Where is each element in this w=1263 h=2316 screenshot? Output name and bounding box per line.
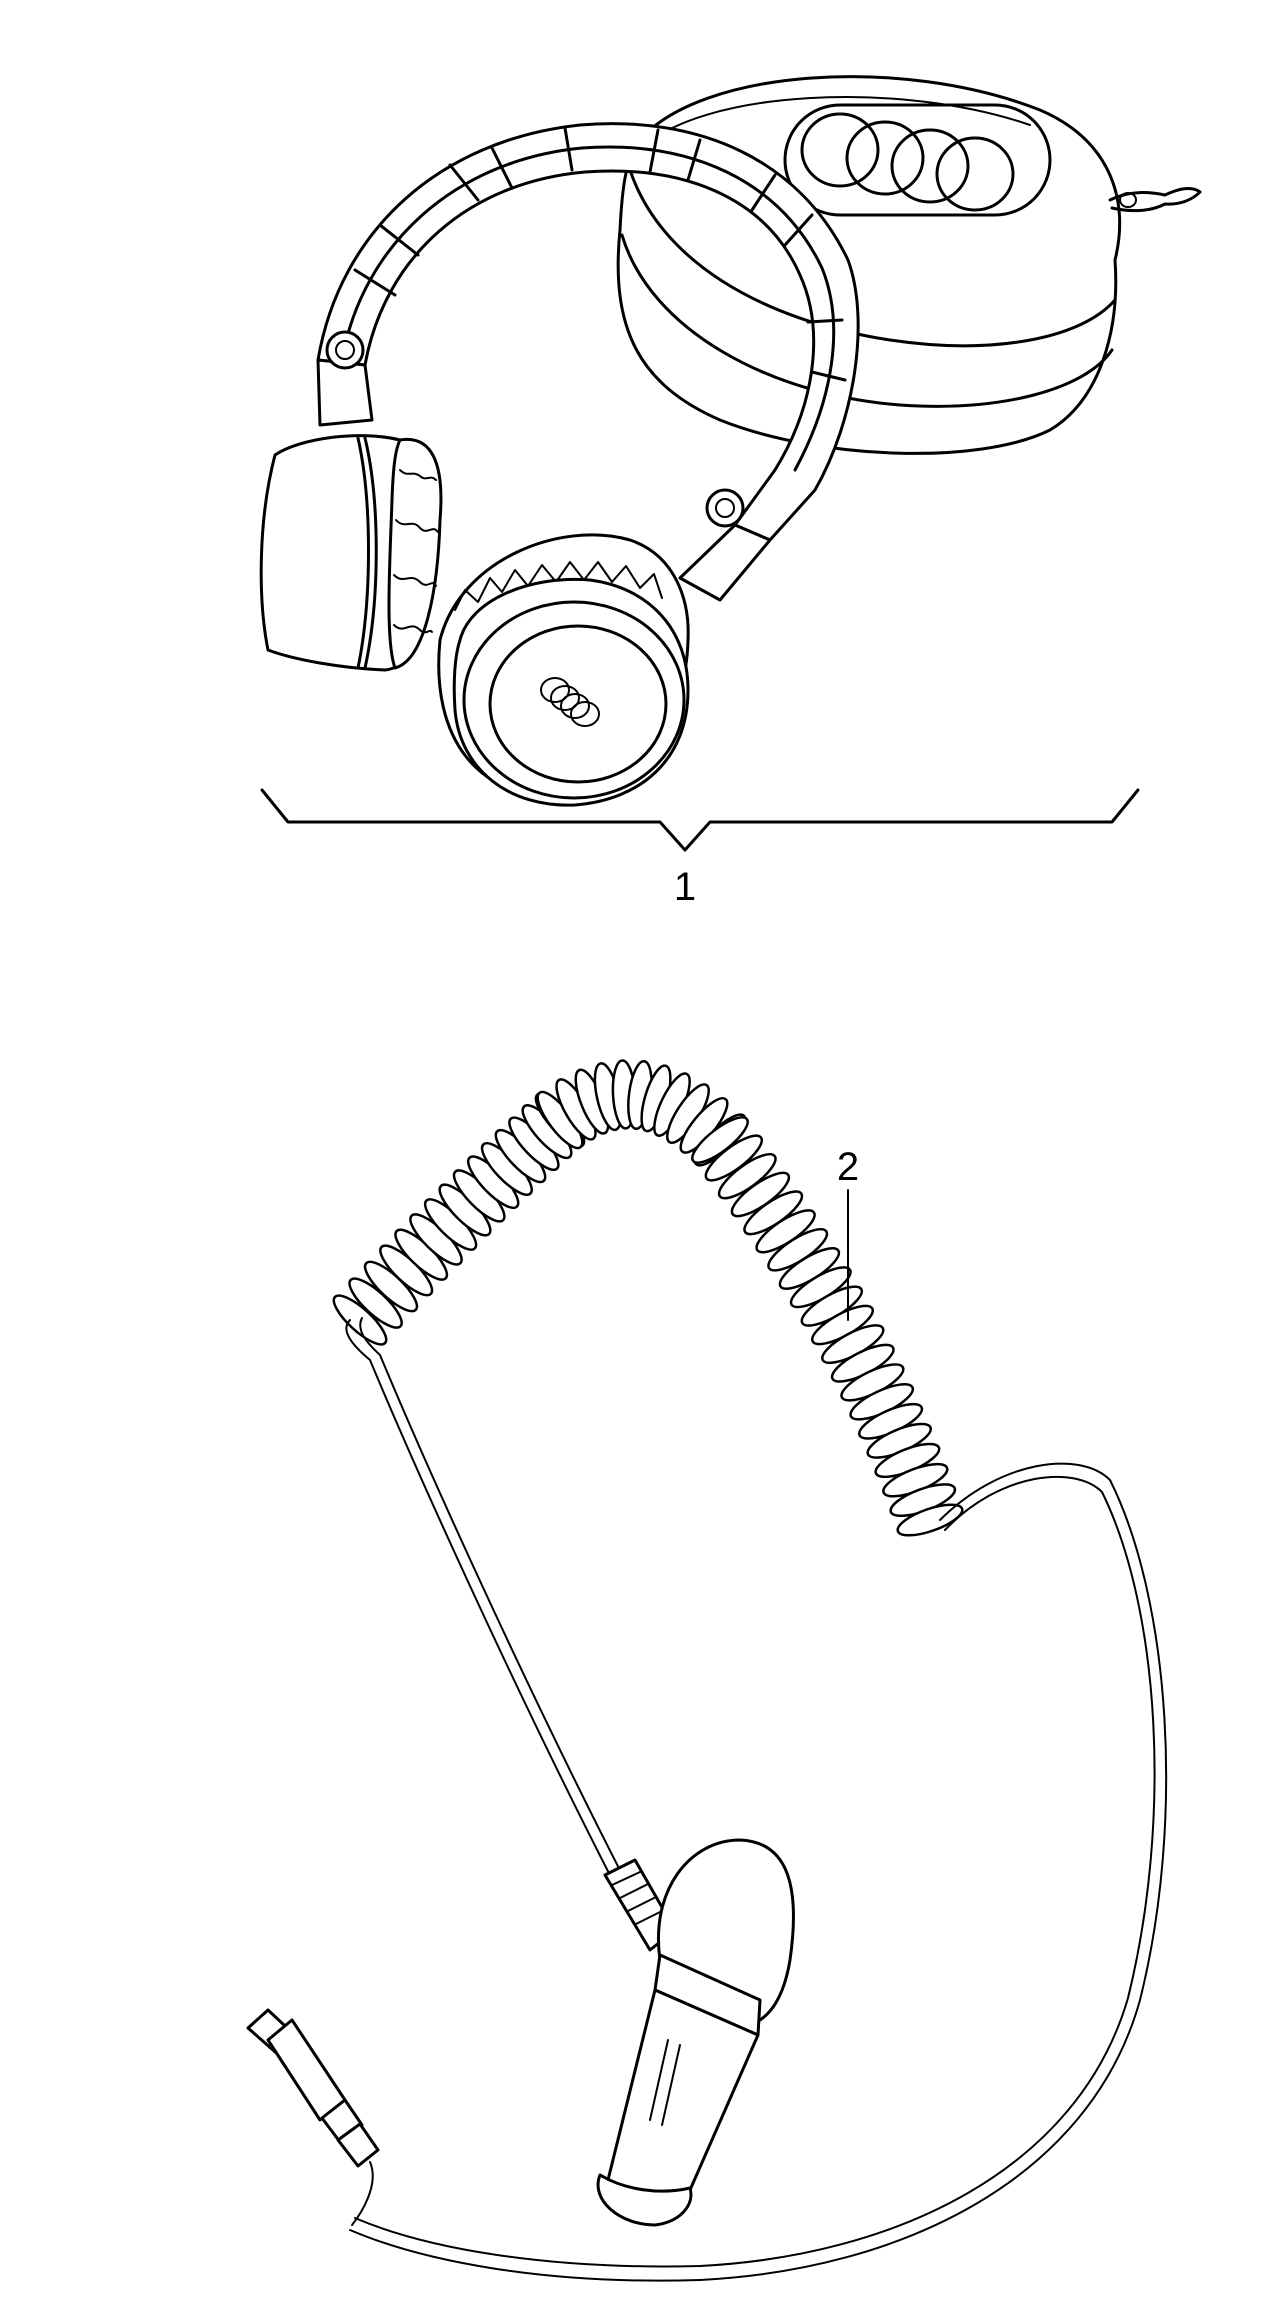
callout-number-2: 2	[837, 1145, 859, 1189]
headphones-set: 1	[259, 75, 1202, 909]
carrying-case	[616, 75, 1202, 455]
case-zipper-pull	[1108, 186, 1202, 213]
adapter-cable: 2	[246, 1059, 1168, 2282]
coil-loop	[896, 1503, 964, 1537]
left-earcup	[259, 434, 443, 672]
case-logo-emblem	[783, 103, 1052, 217]
earcup-logo-emblem	[540, 677, 600, 727]
jack-connector	[246, 2008, 380, 2226]
cord-lead-left	[345, 1319, 616, 1886]
right-hinge	[678, 488, 772, 602]
headband	[316, 122, 860, 602]
right-earcup	[437, 533, 690, 807]
coiled-cord	[332, 1059, 964, 1537]
left-hinge	[316, 330, 374, 427]
power-plug	[596, 1838, 795, 2227]
callout-bracket-1	[260, 788, 1140, 852]
cord-lead-right	[349, 1462, 1168, 2282]
callout-number-1: 1	[674, 865, 696, 909]
